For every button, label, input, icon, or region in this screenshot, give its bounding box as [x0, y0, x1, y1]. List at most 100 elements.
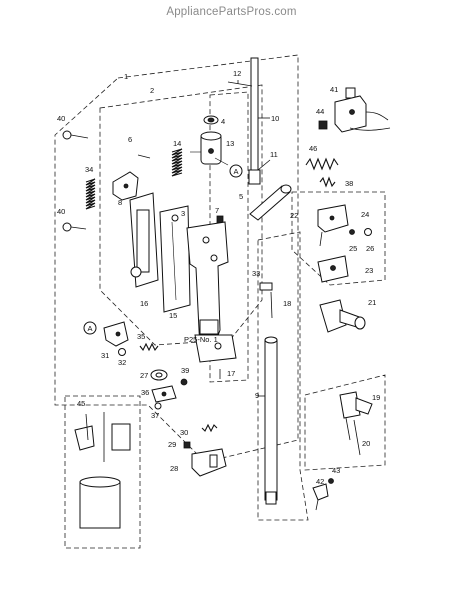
spring-part-34 [85, 178, 96, 210]
label-3: 3 [181, 209, 185, 218]
shaft-part-5 [249, 184, 292, 221]
label-38: 38 [345, 179, 353, 188]
pin-part-6 [137, 154, 151, 159]
group-outline-22 [291, 191, 386, 286]
pin-part-18 [270, 291, 273, 319]
screw-part-40-mid [62, 222, 87, 232]
pin-part-12 [227, 80, 253, 87]
group-outline-45 [64, 395, 141, 549]
label-4: 4 [221, 117, 225, 126]
label-21: 21 [368, 298, 376, 307]
callout-a-1: A [229, 164, 243, 178]
label-14: 14 [173, 139, 181, 148]
label-9: 9 [255, 391, 259, 400]
clamp-part-41 [334, 87, 391, 133]
svg-text:A: A [87, 324, 92, 333]
hook-part-42 [312, 483, 329, 511]
rod-part-10 [248, 57, 270, 185]
plate-part-15 [159, 205, 191, 313]
label-46: 46 [309, 144, 317, 153]
group-outline-19 [304, 374, 386, 471]
screw-part-4 [203, 115, 219, 125]
label-45: 45 [77, 399, 85, 408]
label-24: 24 [361, 210, 369, 219]
group-outline-9 [257, 231, 309, 521]
bracket-part-23 [317, 255, 349, 283]
screw-part-44 [318, 120, 328, 130]
screw-part-26 [364, 228, 372, 236]
spring-part-46 [305, 157, 339, 171]
label-37: 37 [151, 411, 159, 420]
accessory-kit-part-45 [74, 412, 131, 529]
site-watermark: AppliancePartsPros.com [166, 6, 297, 18]
label-10: 10 [271, 114, 279, 123]
spring-part-30 [201, 423, 218, 433]
spring-part-14 [171, 148, 183, 177]
label-8: 8 [118, 198, 122, 207]
bracket-part-8 [112, 171, 139, 201]
label-28: 28 [170, 464, 178, 473]
screw-part-39 [180, 378, 188, 386]
label-15: 15 [169, 311, 177, 320]
page-reference-note: P25-No. 1 [184, 335, 218, 344]
label-30: 30 [180, 428, 188, 437]
needle-part-20 [353, 419, 361, 456]
screw-part-32 [118, 348, 126, 356]
guide-part-24 [317, 204, 349, 247]
svg-text:A: A [233, 167, 238, 176]
label-11: 11 [270, 150, 278, 159]
label-17: 17 [227, 369, 235, 378]
label-36: 36 [141, 388, 149, 397]
needle-bar-part-9 [258, 336, 278, 505]
label-32: 32 [118, 358, 126, 367]
part-labels: 1 2 3 4 5 6 7 8 9 10 11 12 13 14 15 16 1… [57, 69, 380, 486]
screw-part-29 [183, 441, 191, 449]
plate-part-16 [129, 192, 159, 288]
label-29: 29 [168, 440, 176, 449]
label-43: 43 [332, 466, 340, 475]
label-1: 1 [124, 72, 128, 81]
label-2: 2 [150, 86, 154, 95]
screw-part-33 [259, 282, 273, 291]
label-16: 16 [140, 299, 148, 308]
label-41: 41 [330, 85, 338, 94]
label-27: 27 [140, 371, 148, 380]
screw-part-25 [349, 229, 355, 235]
label-25: 25 [349, 244, 357, 253]
label-5: 5 [239, 192, 243, 201]
label-42: 42 [316, 477, 324, 486]
label-12: 12 [233, 69, 241, 78]
label-44: 44 [316, 107, 324, 116]
label-20: 20 [362, 439, 370, 448]
label-18: 18 [283, 299, 291, 308]
label-35: 35 [137, 332, 145, 341]
callout-a-2: A [83, 321, 97, 335]
label-40-mid: 40 [57, 207, 65, 216]
label-26: 26 [366, 244, 374, 253]
screw-part-40-top [62, 130, 89, 140]
lever-part-31 [103, 321, 129, 347]
label-6: 6 [128, 135, 132, 144]
label-31: 31 [101, 351, 109, 360]
label-22: 22 [290, 211, 298, 220]
label-34: 34 [85, 165, 93, 174]
clamp-part-19 [339, 391, 373, 441]
label-23: 23 [365, 266, 373, 275]
label-33: 33 [252, 269, 260, 278]
needle-bar-holder-part-3 [186, 221, 237, 363]
screw-part-43 [328, 478, 334, 484]
washer-part-27 [150, 369, 168, 381]
label-7: 7 [215, 206, 219, 215]
group-outline-2 [99, 84, 263, 346]
label-40-top: 40 [57, 114, 65, 123]
spring-part-35 [139, 342, 159, 352]
label-39: 39 [181, 366, 189, 375]
arm-part-21 [319, 299, 366, 333]
label-19: 19 [372, 393, 380, 402]
collar-part-36 [151, 385, 177, 403]
spring-part-38 [319, 176, 336, 188]
clamp-part-13 [190, 131, 229, 166]
screw-part-37 [154, 402, 162, 410]
presser-part-28 [191, 448, 227, 477]
